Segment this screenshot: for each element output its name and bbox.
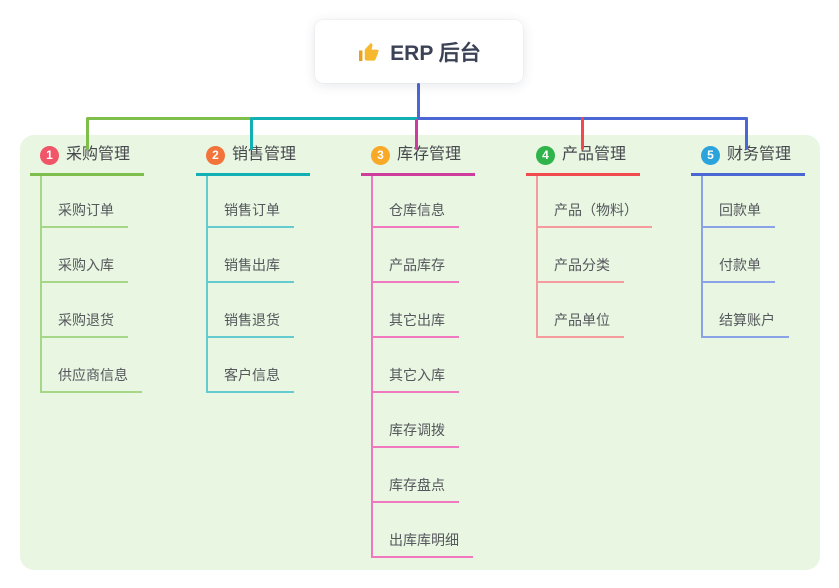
branch-topic[interactable]: 1 采购管理 [30, 145, 145, 176]
child-row: 采购入库 [42, 228, 142, 283]
child-row: 出库库明细 [373, 503, 473, 558]
branch-3: 3 库存管理 仓库信息 产品库存 其它出库 其它入库 库存调拨 库存盘点 出库库… [361, 145, 476, 558]
thumbs-up-icon [357, 40, 381, 64]
connector-line [86, 117, 89, 150]
branch-title-label: 库存管理 [397, 146, 462, 163]
branch-4: 4 产品管理 产品（物料） 产品分类 产品单位 [526, 145, 652, 338]
connector-line [252, 117, 418, 120]
branch-topic[interactable]: 5 财务管理 [691, 145, 806, 176]
connector-line [581, 117, 584, 150]
priority-badge: 1 [40, 145, 59, 165]
child-row: 产品单位 [538, 283, 652, 338]
child-topic[interactable]: 产品单位 [538, 310, 624, 338]
branch-1: 1 采购管理 采购订单 采购入库 采购退货 供应商信息 [30, 145, 145, 393]
branch-5: 5 财务管理 回款单 付款单 结算账户 [691, 145, 806, 338]
child-row: 采购退货 [42, 283, 142, 338]
child-topic[interactable]: 供应商信息 [42, 365, 142, 393]
child-topic[interactable]: 采购退货 [42, 310, 128, 338]
child-topic[interactable]: 回款单 [703, 200, 775, 228]
child-row: 销售出库 [208, 228, 294, 283]
connector-line [87, 117, 253, 120]
child-row: 产品分类 [538, 228, 652, 283]
root-node[interactable]: ERP 后台 [315, 20, 523, 83]
child-row: 付款单 [703, 228, 789, 283]
branch-children: 产品（物料） 产品分类 产品单位 [536, 176, 652, 338]
child-row: 客户信息 [208, 338, 294, 393]
child-topic[interactable]: 产品分类 [538, 255, 624, 283]
branch-topic[interactable]: 3 库存管理 [361, 145, 476, 176]
connector-line [250, 117, 253, 150]
child-row: 采购订单 [42, 176, 142, 228]
branch-title-label: 销售管理 [232, 146, 297, 163]
child-row: 库存盘点 [373, 448, 473, 503]
child-topic[interactable]: 库存调拨 [373, 420, 459, 448]
child-topic[interactable]: 仓库信息 [373, 200, 459, 228]
child-row: 库存调拨 [373, 393, 473, 448]
child-row: 回款单 [703, 176, 789, 228]
child-row: 其它入库 [373, 338, 473, 393]
branch-topic[interactable]: 2 销售管理 [196, 145, 311, 176]
child-row: 供应商信息 [42, 338, 142, 393]
connector-line [417, 83, 420, 119]
connector-line [745, 117, 748, 150]
branch-children: 销售订单 销售出库 销售退货 客户信息 [206, 176, 294, 393]
child-row: 结算账户 [703, 283, 789, 338]
connector-line [415, 119, 418, 150]
child-row: 销售退货 [208, 283, 294, 338]
child-topic[interactable]: 销售订单 [208, 200, 294, 228]
child-topic[interactable]: 产品（物料） [538, 200, 652, 228]
child-topic[interactable]: 客户信息 [208, 365, 294, 393]
branch-title-label: 采购管理 [66, 146, 131, 163]
group-panel: 1 采购管理 采购订单 采购入库 采购退货 供应商信息 2 销售管理 销售订单 … [20, 135, 820, 570]
branch-children: 采购订单 采购入库 采购退货 供应商信息 [40, 176, 142, 393]
branch-children: 仓库信息 产品库存 其它出库 其它入库 库存调拨 库存盘点 出库库明细 [371, 176, 473, 558]
child-topic[interactable]: 出库库明细 [373, 530, 473, 558]
branch-title-label: 财务管理 [727, 146, 792, 163]
priority-badge: 4 [536, 145, 555, 165]
child-topic[interactable]: 采购订单 [42, 200, 128, 228]
root-label: ERP 后台 [390, 41, 481, 65]
child-topic[interactable]: 销售退货 [208, 310, 294, 338]
child-row: 产品库存 [373, 228, 473, 283]
child-row: 其它出库 [373, 283, 473, 338]
child-topic[interactable]: 其它出库 [373, 310, 459, 338]
child-row: 仓库信息 [373, 176, 473, 228]
child-row: 产品（物料） [538, 176, 652, 228]
child-row: 销售订单 [208, 176, 294, 228]
priority-badge: 2 [206, 145, 225, 165]
child-topic[interactable]: 其它入库 [373, 365, 459, 393]
branch-children: 回款单 付款单 结算账户 [701, 176, 789, 338]
child-topic[interactable]: 销售出库 [208, 255, 294, 283]
branch-title-label: 产品管理 [562, 146, 627, 163]
priority-badge: 3 [371, 145, 390, 165]
priority-badge: 5 [701, 145, 720, 165]
branch-2: 2 销售管理 销售订单 销售出库 销售退货 客户信息 [196, 145, 311, 393]
branch-topic[interactable]: 4 产品管理 [526, 145, 641, 176]
child-topic[interactable]: 采购入库 [42, 255, 128, 283]
child-topic[interactable]: 产品库存 [373, 255, 459, 283]
child-topic[interactable]: 结算账户 [703, 310, 789, 338]
child-topic[interactable]: 库存盘点 [373, 475, 459, 503]
child-topic[interactable]: 付款单 [703, 255, 775, 283]
